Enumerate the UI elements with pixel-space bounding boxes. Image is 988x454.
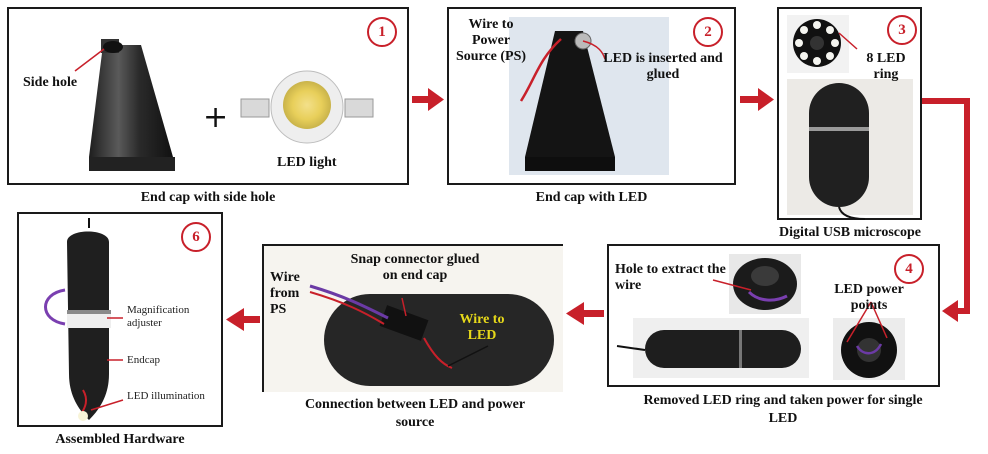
led-ring-label: 8 LED ring [866, 51, 906, 82]
wire-from-ps-label: Wire from PS [270, 270, 300, 317]
step-number-1: 1 [367, 17, 397, 47]
magnification-adjuster-label: Magnification adjuster [127, 304, 190, 329]
led-power-points-label: LED power points [834, 282, 904, 313]
step-number-6: 6 [181, 222, 211, 252]
arrow-5-to-6-icon [226, 308, 260, 331]
caption-4: Removed LED ring and taken power for sin… [643, 393, 923, 426]
disassembly-photos [616, 254, 905, 380]
panel-end-cap-with-led: 2 Wire to Power Source (PS) LED is inser… [447, 7, 736, 185]
caption-1: End cap with side hole [140, 190, 276, 205]
snap-connector-label: Snap connector glued on end cap [350, 252, 480, 283]
microscope-photo [787, 15, 913, 220]
wire-to-led-label: Wire to LED [459, 312, 505, 343]
led-illumination-label: LED illumination [127, 390, 205, 402]
end-cap-image: + [74, 39, 374, 171]
connection-photo [264, 246, 563, 392]
hole-extract-label: Hole to extract the wire [615, 262, 726, 293]
arrow-3-to-4-icon [922, 98, 970, 322]
panel-removed-led-ring: 4 Hole to extract the wire LED power poi… [607, 244, 940, 387]
step-number-3: 3 [887, 15, 917, 45]
caption-6: Assembled Hardware [55, 432, 185, 447]
panel-usb-microscope: 3 8 LED ring [777, 7, 922, 220]
side-hole-label: Side hole [23, 75, 78, 90]
endcap-label: Endcap [127, 354, 160, 366]
step-number-4: 4 [894, 254, 924, 284]
led-light-label: LED light [277, 155, 337, 170]
caption-3: Digital USB microscope [778, 225, 922, 240]
end-cap-led-photo [509, 17, 669, 175]
arrow-1-to-2-icon [412, 88, 444, 111]
caption-2: End cap with LED [535, 190, 648, 205]
panel-led-connection: 5 Snap connector glued on end cap Wire f… [262, 244, 563, 392]
step-number-2: 2 [693, 17, 723, 47]
arrow-4-to-5-icon [566, 302, 604, 325]
panel-end-cap-side-hole: 1 + Side hole LED light [7, 7, 409, 185]
panel-assembled-hardware: 6 Magnification adjuster Endcap LED illu… [17, 212, 223, 427]
arrow-2-to-3-icon [740, 88, 774, 111]
led-inserted-label: LED is inserted and glued [603, 51, 723, 82]
wire-to-ps-label: Wire to Power Source (PS) [455, 17, 527, 64]
plus-sign: + [203, 100, 228, 135]
caption-5: Connection between LED and power source [304, 397, 526, 430]
assembled-photo [44, 218, 124, 421]
